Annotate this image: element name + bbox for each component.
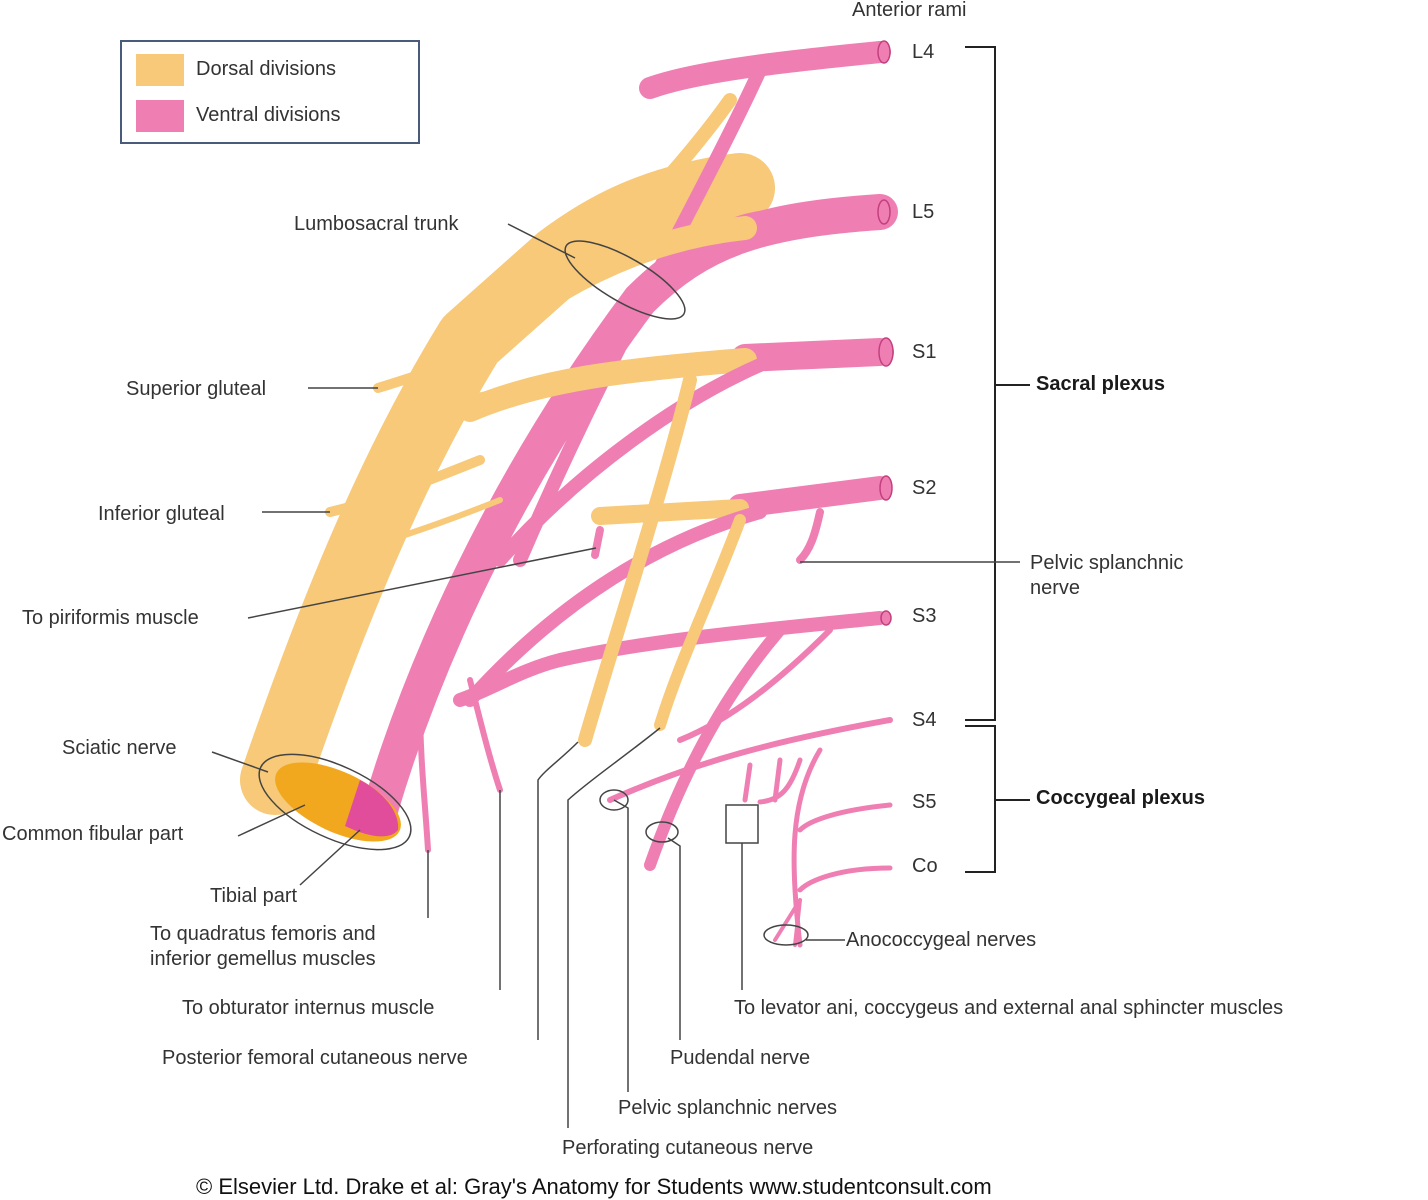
s1-ventral <box>493 358 767 567</box>
superior-gluteal-sub <box>417 377 543 413</box>
label-pelvic-splanchnic-nerves: Pelvic splanchnic nerves <box>618 1097 837 1119</box>
ramus-s5 <box>797 802 893 833</box>
label-s4: S4 <box>912 709 937 731</box>
lumbosacral-ring <box>564 240 686 320</box>
piriformis-branch <box>591 526 604 559</box>
rami-cut-ends <box>877 40 894 626</box>
leader-lines <box>211 223 1020 1128</box>
label-s2: S2 <box>912 477 937 499</box>
label-sacral-plexus: Sacral plexus <box>1036 373 1165 395</box>
anococcygeal-ring <box>763 924 809 946</box>
label-obturator: To obturator internus muscle <box>182 997 435 1019</box>
group-brackets <box>965 46 1030 873</box>
s4-branches <box>742 757 803 805</box>
superior-gluteal-branch <box>373 315 525 393</box>
label-quadratus-1: To quadratus femoris and <box>150 923 376 945</box>
anterior-rami-title: Anterior rami <box>852 0 967 21</box>
label-s1: S1 <box>912 341 937 363</box>
s2-dorsal <box>591 499 749 525</box>
quadratus-branch <box>417 697 431 853</box>
legend-label-ventral: Ventral divisions <box>196 104 341 126</box>
perforating-dorsal <box>654 514 746 731</box>
label-l5: L5 <box>912 201 935 223</box>
ramus-s4 <box>607 717 893 803</box>
legend: Dorsal divisions Ventral divisions <box>120 40 420 144</box>
ramus-s1 <box>731 338 894 372</box>
l4-descend <box>513 63 767 567</box>
label-l4: L4 <box>912 41 935 63</box>
s1-dorsal <box>458 348 757 422</box>
label-co: Co <box>912 855 938 877</box>
pudendal-ring <box>645 821 679 843</box>
label-levator: To levator ani, coccygeus and external a… <box>734 997 1284 1019</box>
ramus-co <box>797 865 893 893</box>
sciatic-cross-section <box>258 753 412 851</box>
sciatic-dorsal-trunk <box>240 153 775 815</box>
legend-swatch-dorsal <box>136 54 184 86</box>
l5-dorsal <box>548 216 757 302</box>
posterior-femoral-dorsal <box>578 373 697 747</box>
label-common-fibular: Common fibular part <box>2 823 184 845</box>
levator-box <box>725 804 759 844</box>
label-pelvic-splanchnic-2: nerve <box>1030 577 1081 599</box>
s2-branch-splanchnic <box>796 508 824 564</box>
s3-pudendal <box>644 624 786 871</box>
ramus-l4 <box>639 41 891 99</box>
label-pudendal: Pudendal nerve <box>670 1047 811 1069</box>
s3-branch <box>677 627 833 743</box>
inferior-gluteal-sub <box>387 497 503 543</box>
label-quadratus-2: inferior gemellus muscles <box>150 948 376 970</box>
label-sciatic-nerve: Sciatic nerve <box>62 737 177 759</box>
inferior-gluteal-branch <box>325 455 485 517</box>
label-s3: S3 <box>912 605 937 627</box>
legend-label-dorsal: Dorsal divisions <box>196 58 337 80</box>
ramus-s2 <box>728 476 892 518</box>
label-piriformis: To piriformis muscle <box>22 607 199 629</box>
s2-ventral <box>463 505 767 707</box>
legend-swatch-ventral <box>136 100 184 132</box>
label-inferior-gluteal: Inferior gluteal <box>98 503 225 525</box>
anococcygeal-branches <box>773 898 802 947</box>
label-posterior-femoral: Posterior femoral cutaneous nerve <box>162 1047 468 1069</box>
label-perforating: Perforating cutaneous nerve <box>562 1137 814 1159</box>
label-anococcygeal: Anococcygeal nerves <box>846 929 1037 951</box>
label-superior-gluteal: Superior gluteal <box>126 378 267 400</box>
label-pelvic-splanchnic-1: Pelvic splanchnic <box>1030 552 1184 574</box>
label-lumbosacral-trunk: Lumbosacral trunk <box>294 213 459 235</box>
copyright-credit: © Elsevier Ltd. Drake et al: Gray's Anat… <box>196 1174 992 1199</box>
label-s5: S5 <box>912 791 937 813</box>
ramus-s3 <box>453 611 887 707</box>
label-coccygeal-plexus: Coccygeal plexus <box>1036 787 1205 809</box>
splanchnic-ring <box>599 789 629 811</box>
label-tibial: Tibial part <box>210 885 298 907</box>
obturator-branch <box>467 677 503 793</box>
